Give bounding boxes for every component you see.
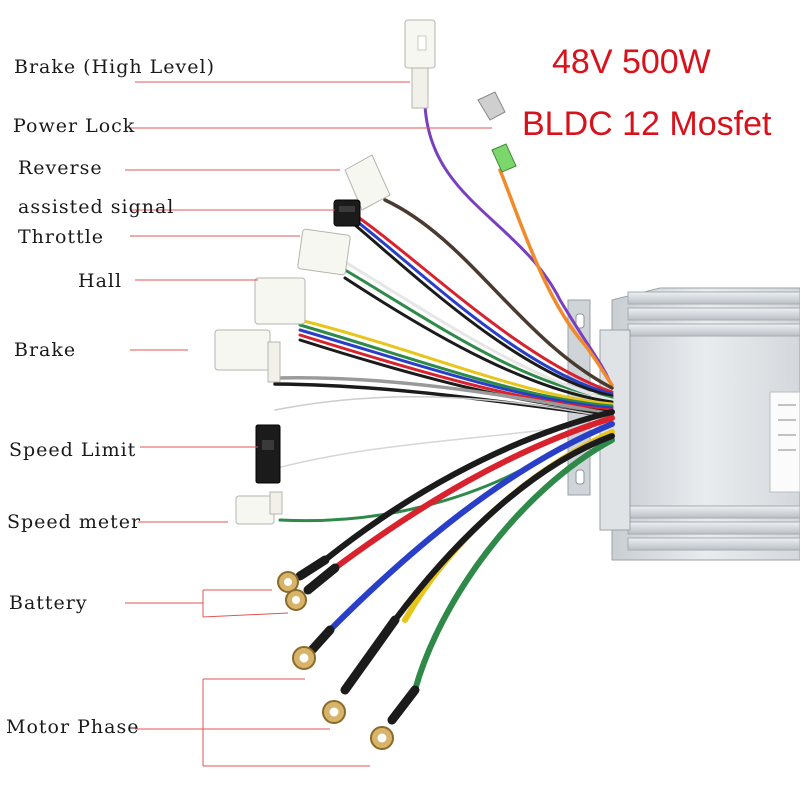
phase-terminal-3	[370, 685, 420, 750]
label-battery: Battery	[9, 592, 88, 614]
assisted-signal-connector	[333, 199, 361, 227]
heatsink-fins	[627, 291, 800, 551]
battery-terminal-1	[277, 555, 330, 593]
label-throttle: Throttle	[18, 226, 105, 248]
hall-connector	[254, 277, 306, 325]
phase-terminal-2	[322, 615, 400, 724]
power-wires	[322, 409, 615, 693]
battery-terminal-2	[285, 563, 340, 611]
label-brake-high-level: Brake (High Level)	[14, 56, 215, 78]
wire-black-throttle	[343, 276, 614, 404]
wire-white-thin	[274, 396, 613, 419]
label-assisted-signal: assisted signal	[18, 196, 175, 218]
battery-wire-red	[332, 415, 615, 571]
ring-terminals	[277, 555, 420, 750]
throttle-connector	[297, 228, 351, 276]
wire-hall-green	[298, 323, 614, 408]
leader-lines	[125, 81, 492, 767]
brake-connector	[214, 329, 281, 383]
wire-hall-yellow	[298, 318, 614, 406]
wire-brown-reverse	[383, 198, 614, 390]
wire-hall-red	[298, 333, 614, 412]
brake-high-connector	[404, 19, 436, 109]
wire-blue-assist	[353, 218, 614, 396]
label-motor-phase: Motor Phase	[6, 716, 140, 738]
battery-wire-black	[322, 409, 615, 563]
label-hall: Hall	[78, 270, 123, 292]
speed-limit-connector	[255, 424, 281, 484]
connectors	[214, 19, 517, 525]
wire-red-assist	[353, 213, 614, 394]
label-speed-meter: Speed meter	[7, 511, 142, 533]
phase-wire-blue	[327, 421, 615, 633]
label-power-lock: Power Lock	[13, 115, 136, 137]
label-brake: Brake	[14, 339, 77, 361]
controller-box	[567, 287, 800, 561]
spec-sticker	[769, 391, 800, 493]
signal-wires	[269, 103, 614, 523]
wire-white-throttle	[343, 260, 614, 402]
speed-meter-connector	[235, 491, 283, 525]
wire-orange	[498, 168, 614, 387]
label-reverse: Reverse	[18, 157, 103, 179]
power-lock-connector	[477, 91, 517, 173]
spec-headline: 48V 500W	[552, 43, 711, 81]
phase-wire-green	[412, 437, 615, 693]
wire-black-assist	[353, 223, 614, 398]
power-wire-black-lower	[392, 433, 615, 623]
phase-terminal-1	[292, 625, 335, 670]
controller-type-headline: BLDC 12 Mosfet	[522, 105, 772, 143]
label-speed-limit: Speed Limit	[9, 439, 137, 461]
wire-brake-gray	[273, 375, 614, 416]
reverse-connector	[344, 154, 391, 211]
wire-hall-blue	[298, 328, 614, 410]
